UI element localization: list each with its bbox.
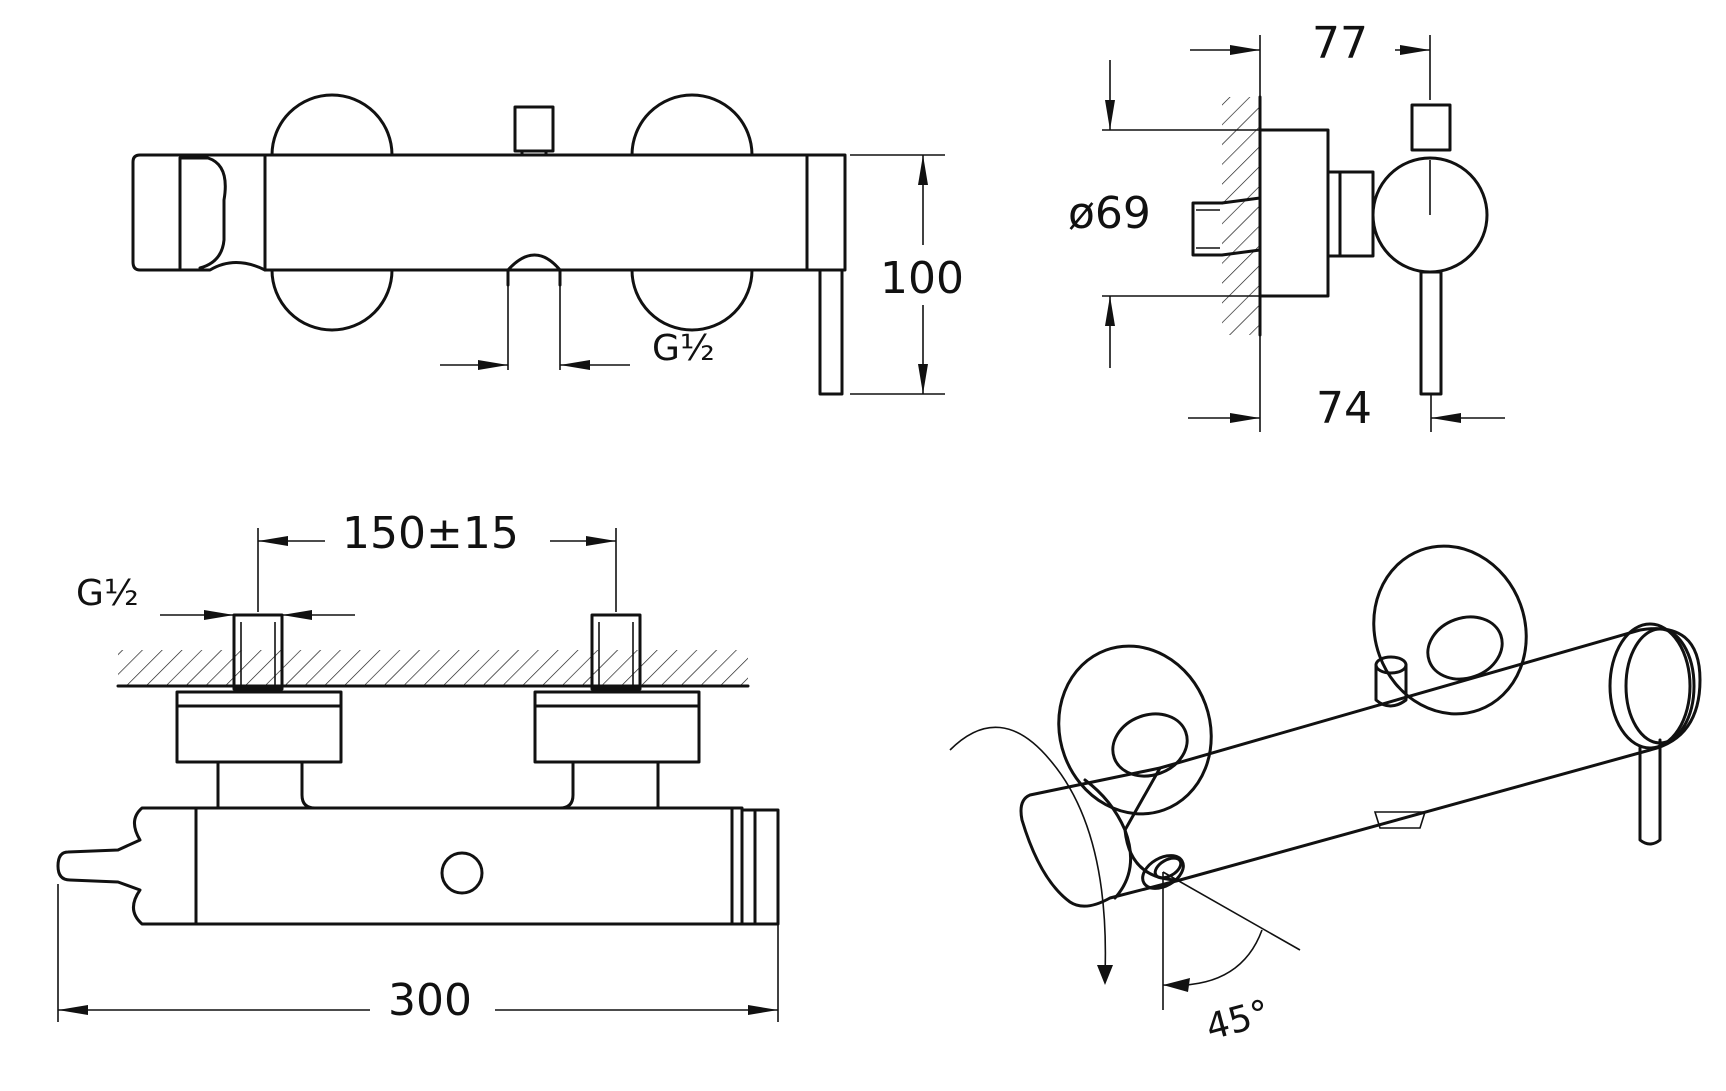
depth-bottom-label: 74 [1316, 383, 1372, 434]
isometric-view: 45° [949, 544, 1702, 1049]
depth-top-label: 77 [1312, 18, 1368, 69]
angle-label: 45° [1202, 993, 1274, 1049]
height-label: 100 [880, 253, 964, 304]
thread-top-label: G½ [652, 328, 715, 369]
center-distance-label: 150±15 [342, 508, 519, 559]
rosette-diameter-label: ø69 [1068, 188, 1151, 239]
length-label: 300 [388, 975, 472, 1026]
front-view: 150±15 G½ 300 [56, 508, 780, 1026]
thread-front-label: G½ [76, 573, 139, 614]
top-view: G½ 100 [131, 93, 964, 396]
side-view: 77 ø69 74 [1068, 18, 1505, 434]
